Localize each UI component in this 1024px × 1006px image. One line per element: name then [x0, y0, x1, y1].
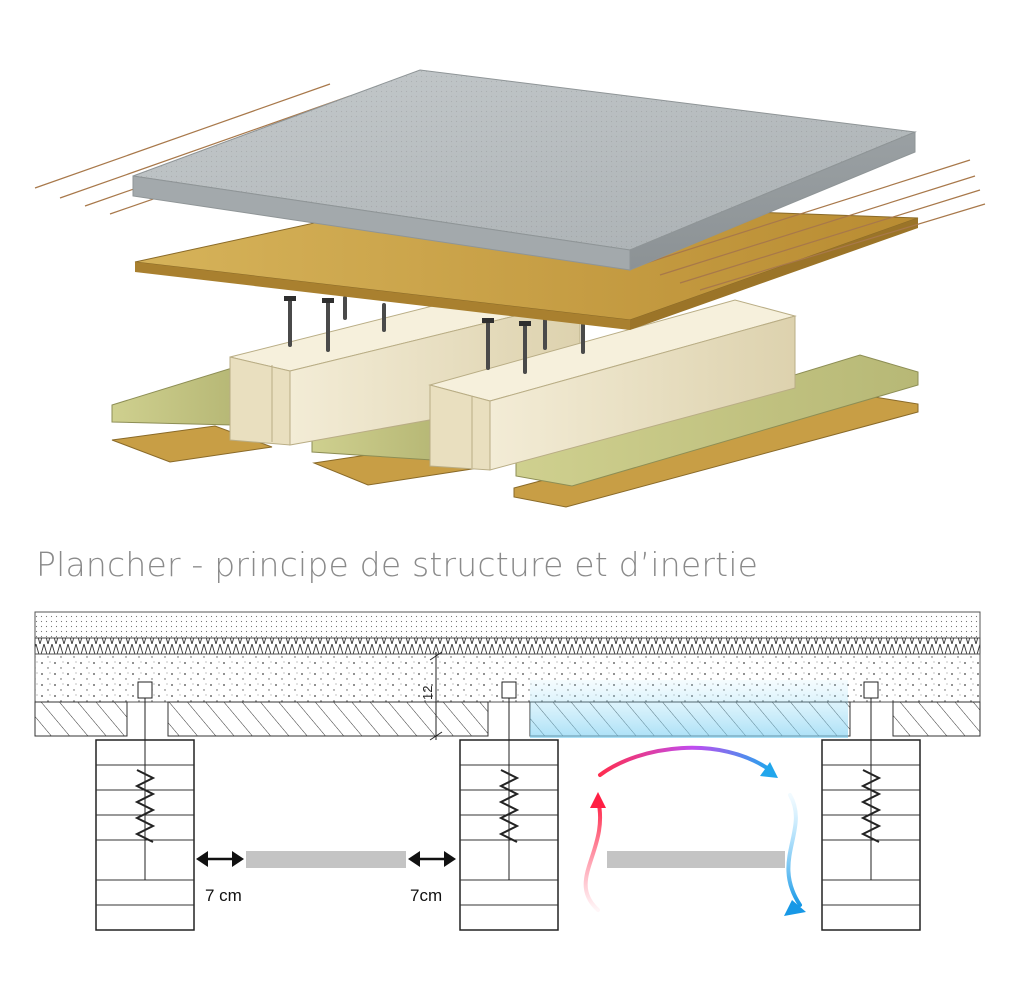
exploded-view — [34, 69, 986, 508]
thermal-inertia-highlight — [530, 680, 848, 738]
hatched-board-left — [34, 701, 128, 737]
cross-section: 12 — [34, 611, 981, 931]
insulation-panel-right — [515, 354, 919, 487]
concrete-slab — [132, 69, 917, 271]
arc-arrowhead — [760, 762, 778, 778]
cool-air-falling-arrow — [786, 793, 802, 907]
gap-arrow-right — [408, 851, 456, 867]
section-joist-mid — [459, 681, 559, 931]
hatched-board-right — [892, 701, 981, 737]
screed-layer — [34, 611, 981, 639]
gap-label-left: 7 cm — [205, 886, 242, 905]
gap-label-right: 7cm — [410, 886, 443, 905]
insulation-bar-right — [607, 851, 785, 868]
screws — [288, 296, 585, 374]
warm-air-rising-arrow — [583, 798, 602, 912]
cool-arrowhead — [784, 900, 806, 916]
hatched-board-2 — [167, 701, 489, 737]
insulation-bar-left — [246, 851, 406, 868]
thickness-label: 12 — [420, 686, 435, 700]
section-joist-right — [821, 681, 921, 931]
thickness-dimension — [429, 651, 443, 741]
airflow-arrows — [583, 745, 806, 916]
timber-joist-right — [428, 299, 797, 471]
ridged-membrane — [34, 637, 981, 655]
warm-arrowhead — [590, 792, 606, 808]
gap-arrow-left — [196, 851, 244, 867]
diagram-title: Plancher - principe de structure et d’in… — [36, 545, 759, 584]
convection-arc-arrow — [598, 745, 772, 777]
section-joist-left — [95, 681, 195, 931]
insulation-panel-left — [111, 367, 233, 426]
